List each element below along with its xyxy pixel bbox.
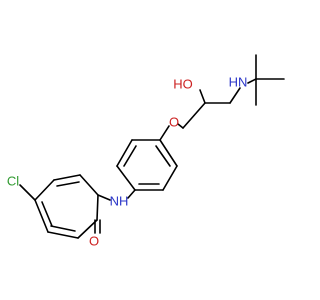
- carbonyl-oxygen-label: O: [89, 233, 99, 248]
- hydroxyl-label: HO: [173, 76, 193, 91]
- bond-lines: [19, 54, 285, 239]
- chlorine-atom-label: Cl: [7, 173, 19, 188]
- amine-nh-label: NH: [110, 193, 129, 208]
- ether-oxygen-label: O: [169, 114, 179, 129]
- chemical-structure: Cl NH O HO HN O: [7, 54, 285, 248]
- amine-hn-label: HN: [229, 74, 248, 89]
